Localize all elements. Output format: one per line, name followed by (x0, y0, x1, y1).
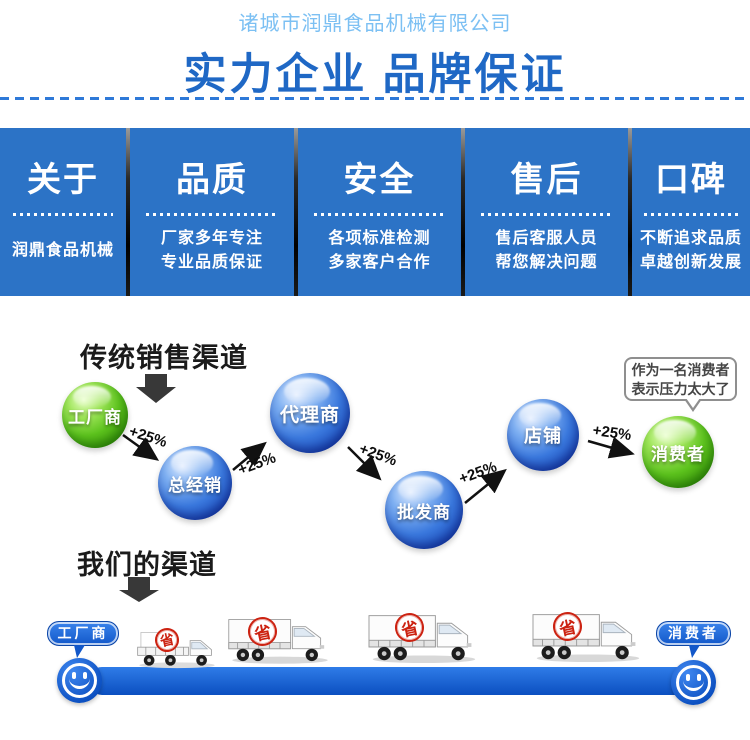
node-consumer: 消费者 (642, 416, 714, 488)
dotted-rule (12, 213, 114, 216)
banner-panel-quality: 品质 厂家多年专注 专业品质保证 (130, 128, 294, 296)
panel-line: 帮您解决问题 (495, 254, 598, 271)
node-label: 消费者 (651, 444, 705, 464)
node-label: 代理商 (279, 404, 340, 426)
dotted-rule (643, 213, 739, 216)
bubble-tail (684, 398, 702, 412)
channel-bar (88, 667, 700, 695)
panel-title: 售后 (510, 161, 583, 199)
smiley-icon (57, 658, 102, 703)
panel-title: 口碑 (655, 161, 727, 199)
panel-title: 安全 (343, 161, 416, 199)
page-title: 实力企业 品牌保证 (183, 51, 567, 99)
panel-line: 售后客服人员 (495, 230, 598, 247)
banner-panel-aftersale: 售后 售后客服人员 帮您解决问题 (465, 128, 628, 296)
truck-icon: 省 (227, 611, 333, 667)
panel-line: 厂家多年专注 (160, 230, 263, 247)
node-agent: 代理商 (270, 373, 350, 453)
down-arrow-icon (136, 374, 176, 403)
node-label: 店铺 (524, 426, 562, 446)
flow-arrow (464, 468, 507, 504)
panel-line: 专业品质保证 (160, 254, 263, 271)
banner-panel-safety: 安全 各项标准检测 多家客户合作 (298, 128, 461, 296)
dotted-rule (314, 213, 445, 216)
ours-heading: 我们的渠道 (77, 550, 217, 580)
consumer-pill: 消费者 (656, 621, 731, 658)
company-name: 诸城市润鼎食品机械有限公司 (238, 13, 512, 35)
dotted-rule (146, 213, 278, 216)
panel-line: 多家客户合作 (328, 254, 431, 271)
banner-panel-about: 关于 润鼎食品机械 (0, 128, 126, 296)
flow-arrow (587, 436, 635, 459)
panel-title: 品质 (176, 161, 248, 199)
node-wholesaler: 批发商 (385, 471, 463, 549)
down-arrow-icon (119, 577, 159, 602)
truck-icon: 省 (365, 609, 483, 664)
consumer-pill-label: 消费者 (668, 625, 719, 641)
dotted-rule (481, 213, 612, 216)
flow-arrow (232, 441, 267, 471)
pill-tail (74, 645, 85, 658)
banner-panel-reputation: 口碑 不断追求品质 卓越创新发展 (632, 128, 750, 296)
panel-line: 各项标准检测 (328, 230, 431, 247)
flow-arrows (119, 374, 635, 602)
factory-pill: 工厂商 (47, 621, 119, 658)
factory-pill-label: 工厂商 (57, 625, 109, 641)
panel-line: 不断追求品质 (639, 230, 742, 247)
traditional-heading: 传统销售渠道 (80, 343, 248, 373)
node-shop: 店铺 (507, 399, 579, 471)
feature-banner: 关于 润鼎食品机械 品质 厂家多年专注 专业品质保证 安全 各项标准检测 多家客… (0, 128, 750, 296)
truck-icon: 省 (136, 625, 218, 669)
panel-divider (628, 128, 632, 296)
node-label: 工厂商 (68, 407, 122, 427)
dashed-divider (0, 97, 750, 100)
flow-arrow (122, 433, 160, 461)
panel-line: 润鼎食品机械 (11, 242, 114, 259)
consumer-speech-bubble: 作为一名消费者 表示压力太大了 (624, 357, 737, 412)
truck-icon: 省 (527, 608, 649, 663)
bubble-line: 作为一名消费者 (631, 362, 730, 378)
node-label: 批发商 (397, 502, 451, 522)
panel-title: 关于 (27, 161, 99, 199)
panel-divider (461, 128, 465, 296)
flow-arrow (347, 446, 382, 481)
node-label: 总经销 (168, 475, 222, 495)
smiley-icon (671, 660, 716, 705)
node-general-distributor: 总经销 (158, 446, 232, 520)
node-factory: 工厂商 (62, 382, 128, 448)
panel-divider (126, 128, 130, 296)
bubble-line: 表示压力太大了 (631, 381, 730, 397)
pill-tail (689, 645, 700, 658)
panel-line: 卓越创新发展 (639, 254, 742, 271)
panel-divider (294, 128, 298, 296)
